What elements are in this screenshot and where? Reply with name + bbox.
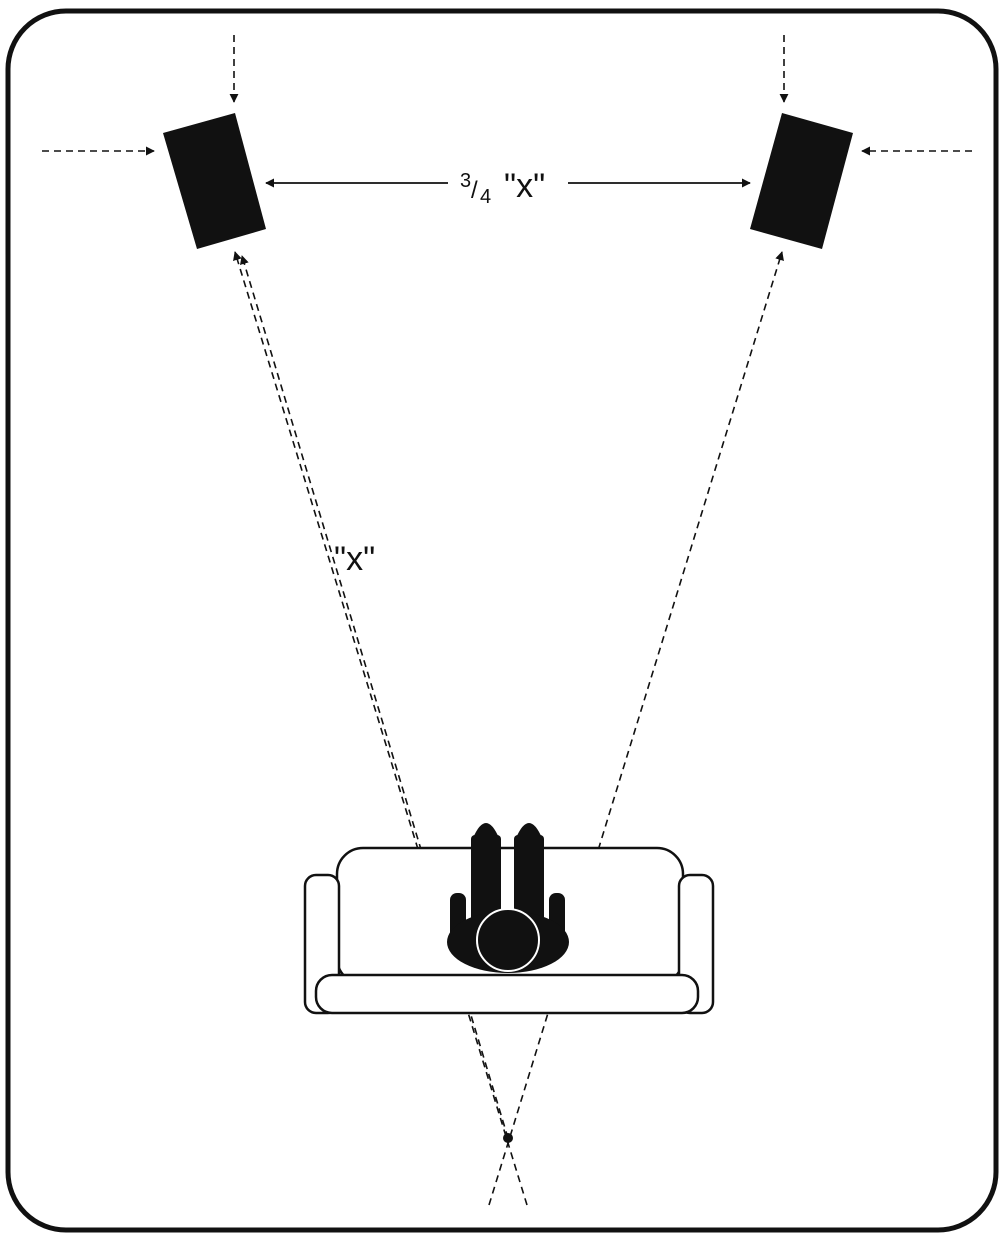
listener-right-leg bbox=[514, 835, 544, 927]
speaker-direction-arrows bbox=[42, 35, 972, 156]
listener-head bbox=[476, 908, 540, 972]
sofa-icon bbox=[303, 846, 715, 1015]
distance-label: "x" bbox=[334, 540, 375, 578]
listener-icon bbox=[447, 823, 569, 973]
sight-line-right bbox=[488, 251, 784, 1206]
sofa-seat bbox=[314, 973, 700, 1015]
spacing-fraction-slash: / bbox=[471, 177, 478, 204]
sight-lines bbox=[233, 251, 784, 1206]
spacing-fraction-denominator: 4 bbox=[480, 186, 491, 208]
spacing-fraction-numerator: 3 bbox=[460, 170, 471, 192]
room-outline bbox=[5, 8, 999, 1233]
left-speaker-icon bbox=[163, 113, 266, 249]
sight-line-left bbox=[233, 251, 528, 1206]
listener-left-leg bbox=[471, 835, 501, 927]
distance-line bbox=[240, 255, 509, 1139]
spacing-label: "x" bbox=[504, 167, 545, 205]
focal-point-dot-icon bbox=[503, 1133, 513, 1143]
right-speaker-icon bbox=[750, 113, 853, 249]
